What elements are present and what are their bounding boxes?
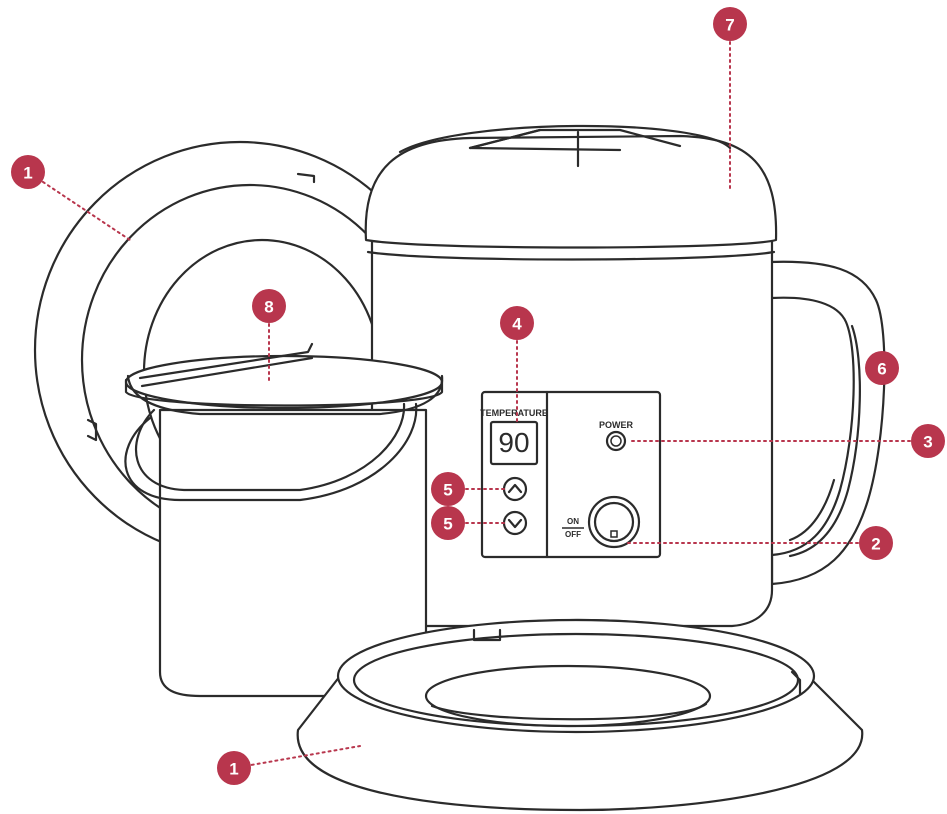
base-ring-front <box>298 620 863 810</box>
callout-number: 7 <box>725 16 734 35</box>
warmer-body: TEMPERATURE 90 POWER ON OFF <box>366 126 885 626</box>
temp-up-button[interactable] <box>504 478 526 500</box>
callout-number: 1 <box>23 164 32 183</box>
callout-number: 5 <box>443 515 452 534</box>
callout-number: 1 <box>229 760 238 779</box>
lid[interactable] <box>366 136 776 248</box>
callout-number: 2 <box>871 535 880 554</box>
callout-number: 3 <box>923 433 932 452</box>
callout-number: 8 <box>264 298 273 317</box>
display-value: 90 <box>498 427 529 458</box>
power-label: POWER <box>599 420 634 430</box>
callout-handle: 6 <box>865 351 899 385</box>
power-switch[interactable] <box>589 497 639 547</box>
power-light <box>607 432 625 450</box>
temp-down-button[interactable] <box>504 512 526 534</box>
off-label: OFF <box>565 530 581 539</box>
temperature-label: TEMPERATURE <box>480 408 548 418</box>
callout-number: 5 <box>443 481 452 500</box>
on-label: ON <box>567 517 579 526</box>
callout-number: 4 <box>512 315 522 334</box>
callout-number: 6 <box>877 360 886 379</box>
